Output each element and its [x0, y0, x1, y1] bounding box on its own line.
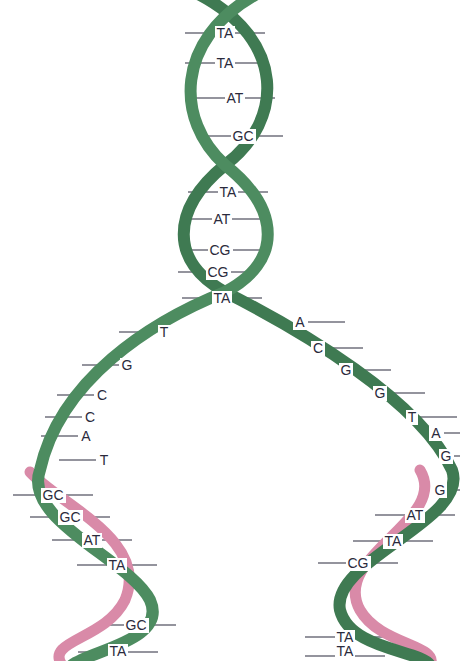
base-label: G: [373, 386, 388, 401]
base-label: A: [79, 429, 92, 444]
base-label: TA: [335, 630, 356, 645]
base-label: T: [158, 325, 171, 340]
dna-strand: [38, 0, 268, 661]
rung-line: [420, 416, 457, 417]
dna-strand: [184, 0, 454, 661]
base-label: C: [83, 410, 97, 425]
base-label: CG: [206, 265, 231, 280]
base-label: AT: [225, 91, 246, 106]
base-label: TA: [215, 56, 236, 71]
base-label: C: [311, 341, 325, 356]
base-label: G: [339, 363, 354, 378]
rung-line: [444, 432, 460, 433]
base-label: TA: [212, 291, 233, 306]
base-label: TA: [218, 185, 239, 200]
base-label: GC: [124, 618, 149, 633]
base-label: G: [439, 449, 454, 464]
base-label: TA: [215, 26, 236, 41]
base-label: T: [406, 410, 419, 425]
base-label: T: [98, 453, 111, 468]
rung-line: [59, 459, 96, 460]
base-label: CG: [346, 556, 371, 571]
base-label: A: [293, 315, 306, 330]
base-label: C: [95, 388, 109, 403]
base-label: TA: [108, 644, 129, 659]
base-label: A: [429, 426, 442, 441]
base-label: AT: [82, 533, 103, 548]
base-label: AT: [405, 508, 426, 523]
base-label: G: [433, 483, 448, 498]
base-label: GC: [41, 488, 66, 503]
base-label: G: [120, 358, 135, 373]
base-label: TA: [335, 644, 356, 659]
base-pair-rungs: [13, 33, 460, 656]
base-label: GC: [231, 129, 256, 144]
base-label: CG: [208, 243, 233, 258]
rung-line: [454, 455, 460, 456]
base-label: GC: [58, 510, 83, 525]
base-label: AT: [212, 212, 233, 227]
rung-line: [308, 321, 345, 322]
base-label: TA: [107, 558, 128, 573]
base-label: TA: [383, 534, 404, 549]
new-strand: [30, 472, 129, 661]
